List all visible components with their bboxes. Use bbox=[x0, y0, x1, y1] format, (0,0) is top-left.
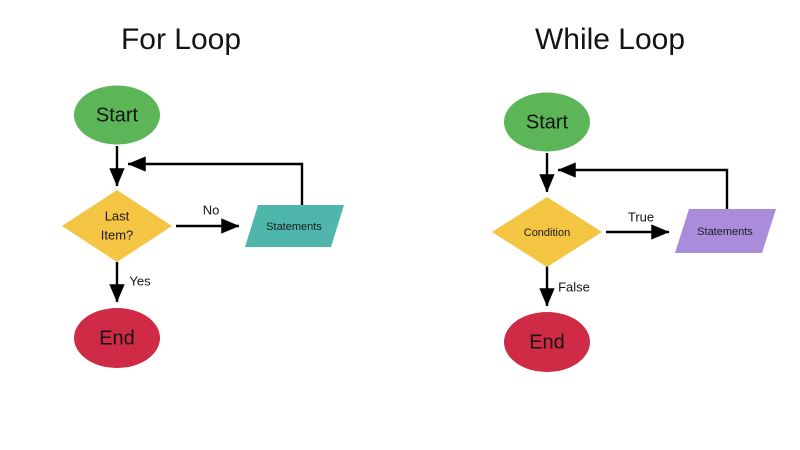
while-end-ellipse bbox=[504, 312, 590, 372]
for-loop-title: For Loop bbox=[121, 23, 241, 56]
for-start-ellipse bbox=[74, 85, 160, 145]
for-loop-diagram: For Loop Start Last Item? Statements En bbox=[62, 23, 344, 368]
while-edge-statements-to-decision-loop bbox=[557, 162, 729, 209]
for-start-label: Start bbox=[96, 104, 139, 126]
while-loop-title: While Loop bbox=[535, 23, 685, 56]
for-edge-statements-to-decision-loop bbox=[127, 156, 304, 205]
for-node-end[interactable]: End bbox=[74, 308, 160, 368]
while-decision-diamond bbox=[492, 197, 602, 267]
while-edge-label-false: False bbox=[558, 279, 590, 294]
while-statements-label: Statements bbox=[697, 226, 753, 238]
while-loop-diagram: While Loop Start Condition Statements En… bbox=[492, 23, 776, 372]
for-end-ellipse bbox=[74, 308, 160, 368]
for-decision-diamond bbox=[62, 190, 172, 262]
for-edge-label-no: No bbox=[203, 202, 220, 217]
for-node-decision[interactable]: Last Item? bbox=[62, 190, 172, 262]
for-edge-label-yes: Yes bbox=[129, 273, 151, 288]
while-node-start[interactable]: Start bbox=[504, 92, 590, 152]
while-node-end[interactable]: End bbox=[504, 312, 590, 372]
for-node-statements[interactable]: Statements bbox=[245, 205, 344, 247]
while-decision-label: Condition bbox=[524, 227, 570, 239]
while-end-label: End bbox=[529, 331, 565, 353]
while-node-statements[interactable]: Statements bbox=[675, 209, 776, 253]
for-decision-label-line2: Item? bbox=[101, 227, 134, 242]
while-start-ellipse bbox=[504, 92, 590, 152]
while-start-label: Start bbox=[526, 111, 569, 133]
while-edge-label-true: True bbox=[628, 209, 654, 224]
for-decision-label-line1: Last bbox=[105, 208, 130, 223]
while-statements-parallelogram bbox=[675, 209, 776, 253]
while-node-decision[interactable]: Condition bbox=[492, 197, 602, 267]
for-statements-label: Statements bbox=[266, 221, 322, 233]
for-end-label: End bbox=[99, 327, 135, 349]
for-node-start[interactable]: Start bbox=[74, 85, 160, 145]
for-statements-parallelogram bbox=[245, 205, 344, 247]
